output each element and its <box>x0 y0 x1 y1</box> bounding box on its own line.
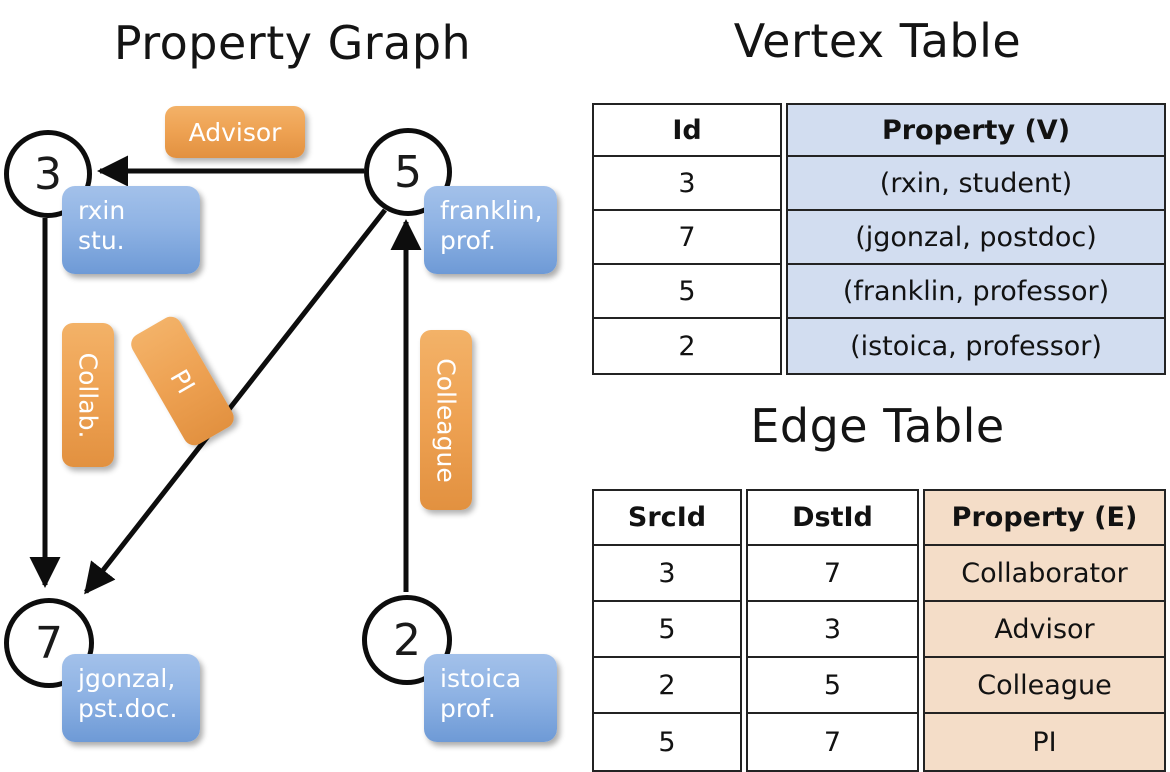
edge-label-text: Colleague <box>431 357 461 483</box>
table-cell: 2 <box>594 658 740 714</box>
table-cell: (jgonzal, postdoc) <box>788 211 1164 265</box>
edge-label-text: PI <box>164 364 201 398</box>
edge-label-advisor: Advisor <box>165 106 305 158</box>
table-cell: PI <box>1032 726 1057 758</box>
table-cell: 5 <box>594 265 780 319</box>
edge-arrow-pi <box>84 208 387 595</box>
table-cell: (franklin, professor) <box>788 265 1164 319</box>
table-cell: 3 <box>748 602 917 658</box>
column-header: Property (V) <box>788 105 1164 157</box>
page-title-edge-table: Edge Table <box>750 399 1005 453</box>
table-cell: 5 <box>748 658 917 714</box>
graph-edge-arrows <box>29 155 422 595</box>
graph-node-5[interactable]: 5 <box>364 128 452 216</box>
table-cell: 5 <box>658 726 676 758</box>
node-property-line: prof. <box>440 225 496 255</box>
node-property-line: istoica <box>440 664 522 693</box>
table-cell: 2 <box>678 330 696 362</box>
table-cell: Advisor <box>925 602 1164 658</box>
edge-table-column-property: Property (E) Collaborator Advisor Collea… <box>923 489 1166 772</box>
node-property-line: rxin <box>78 196 126 225</box>
node-property-line: pst.doc. <box>78 693 178 723</box>
vertex-table: Id 3 7 5 2 Property (V) (rxin, student) … <box>592 103 1166 375</box>
edge-label-text: Advisor <box>188 117 282 147</box>
table-cell: 5 <box>594 602 740 658</box>
node-property-box-2: istoica prof. <box>424 654 557 742</box>
table-cell: Colleague <box>925 658 1164 714</box>
node-property-line: jgonzal, <box>78 664 176 693</box>
page-title-property-graph: Property Graph <box>113 16 472 70</box>
node-property-box-3: rxin stu. <box>62 186 200 274</box>
edge-table: SrcId 3 5 2 5 DstId 7 3 5 7 Property (E)… <box>592 489 1166 772</box>
table-cell: (rxin, student) <box>788 157 1164 211</box>
node-property-box-5: franklin, prof. <box>424 186 557 274</box>
page-title-vertex-table: Vertex Table <box>733 14 1022 68</box>
edge-table-column-dstid: DstId 7 3 5 7 <box>746 489 919 772</box>
edge-label-colleague: Colleague <box>420 330 472 510</box>
edge-label-text: Collab. <box>73 352 103 438</box>
edge-table-column-srcid: SrcId 3 5 2 5 <box>592 489 742 772</box>
graph-node-2[interactable]: 2 <box>362 595 452 685</box>
edge-label-collab: Collab. <box>62 323 114 467</box>
table-cell: 3 <box>594 546 740 602</box>
table-cell: 7 <box>594 211 780 265</box>
table-cell: (istoica, professor) <box>850 330 1102 362</box>
node-property-line: franklin, <box>440 196 543 225</box>
node-property-line: stu. <box>78 225 125 255</box>
table-cell: Collaborator <box>925 546 1164 602</box>
vertex-table-column-property: Property (V) (rxin, student) (jgonzal, p… <box>786 103 1166 375</box>
column-header: Property (E) <box>925 491 1164 546</box>
table-cell: 7 <box>823 726 842 758</box>
vertex-table-column-id: Id 3 7 5 2 <box>592 103 782 375</box>
property-graph-diagram: 3 5 7 2 rxin stu. franklin, prof. jgonza… <box>0 0 585 760</box>
column-header: SrcId <box>594 491 740 546</box>
table-cell: 3 <box>594 157 780 211</box>
table-cell: 7 <box>748 546 917 602</box>
column-header: Id <box>594 105 780 157</box>
node-property-line: prof. <box>440 693 496 723</box>
column-header: DstId <box>748 491 917 546</box>
node-property-box-7: jgonzal, pst.doc. <box>62 654 200 742</box>
